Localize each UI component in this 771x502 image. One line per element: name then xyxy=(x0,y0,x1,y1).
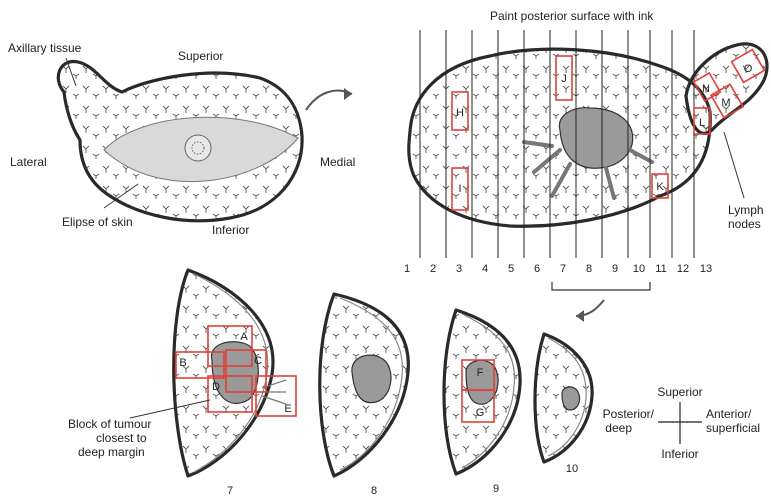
inferior-label: Inferior xyxy=(212,223,249,237)
cross-section-number: 10 xyxy=(566,463,578,475)
intact-specimen xyxy=(58,61,302,220)
cross-section-9: 9 xyxy=(444,310,520,495)
posterior-surface-outline xyxy=(409,49,710,226)
slice-number: 2 xyxy=(430,263,436,275)
slice-number: 6 xyxy=(534,263,540,275)
slice-number: 12 xyxy=(677,263,689,275)
svg-text:M: M xyxy=(721,97,730,109)
slice-number: 11 xyxy=(655,263,666,275)
slice-number: 5 xyxy=(508,263,514,275)
svg-text:F: F xyxy=(477,367,484,379)
cross-section-7: 7 xyxy=(174,270,286,497)
paint-instruction: Paint posterior surface with ink xyxy=(490,9,654,23)
superior-label: Superior xyxy=(178,49,223,63)
slice-number: 4 xyxy=(482,263,488,275)
slice-number: 9 xyxy=(612,263,618,275)
medial-label: Medial xyxy=(320,155,355,169)
orientation-anterior-1: Anterior/ xyxy=(706,407,752,421)
cross-section-10: 10 xyxy=(535,334,592,475)
sliced-specimen xyxy=(409,44,767,226)
lymph-nodes-leader xyxy=(724,132,744,198)
slice-number: 7 xyxy=(560,263,566,275)
nipple xyxy=(185,135,211,161)
cross-section-number: 9 xyxy=(493,483,499,495)
curved-down-arrow-icon xyxy=(576,300,604,322)
svg-text:B: B xyxy=(179,357,186,369)
slice-bracket xyxy=(552,282,650,290)
orientation-posterior-2: deep xyxy=(605,421,632,435)
lymph-nodes-label-2: nodes xyxy=(728,217,761,231)
cross-section-number: 8 xyxy=(371,485,377,497)
slice-number: 3 xyxy=(456,263,462,275)
cross-section-number: 7 xyxy=(227,485,233,497)
lymph-nodes-label-1: Lymph xyxy=(728,203,764,217)
orientation-posterior-1: Posterior/ xyxy=(603,407,655,421)
svg-text:E: E xyxy=(284,403,291,415)
block-label-1: Block of tumour xyxy=(68,417,151,431)
block-label-2: closest to xyxy=(96,431,147,445)
ellipse-of-skin-label: Elipse of skin xyxy=(62,215,133,229)
curved-arrow-icon xyxy=(306,88,352,110)
svg-text:G: G xyxy=(476,407,485,419)
orientation-inferior: Inferior xyxy=(661,447,698,461)
svg-text:D: D xyxy=(212,381,220,393)
svg-text:O: O xyxy=(744,63,753,75)
svg-text:C: C xyxy=(254,355,262,367)
lateral-label: Lateral xyxy=(10,155,47,169)
slice-number: 10 xyxy=(633,263,645,275)
orientation-key: Superior Inferior Posterior/ deep Anteri… xyxy=(603,385,760,461)
orientation-superior: Superior xyxy=(657,385,702,399)
slice-number: 8 xyxy=(586,263,592,275)
slice-number: 13 xyxy=(700,263,712,275)
svg-text:L: L xyxy=(699,117,705,129)
svg-text:I: I xyxy=(458,183,461,195)
svg-text:N: N xyxy=(702,83,710,95)
svg-text:A: A xyxy=(240,331,248,343)
slice-numbers: 1 2 3 4 5 6 7 8 9 10 11 12 13 xyxy=(404,263,712,275)
svg-text:H: H xyxy=(456,107,464,119)
block-label-3: deep margin xyxy=(78,445,145,459)
svg-text:K: K xyxy=(656,181,664,193)
svg-text:J: J xyxy=(561,73,567,85)
cross-section-8: 8 xyxy=(320,294,409,497)
axillary-tissue-label: Axillary tissue xyxy=(8,41,82,55)
orientation-anterior-2: superficial xyxy=(706,421,760,435)
slice-number: 1 xyxy=(404,263,410,275)
